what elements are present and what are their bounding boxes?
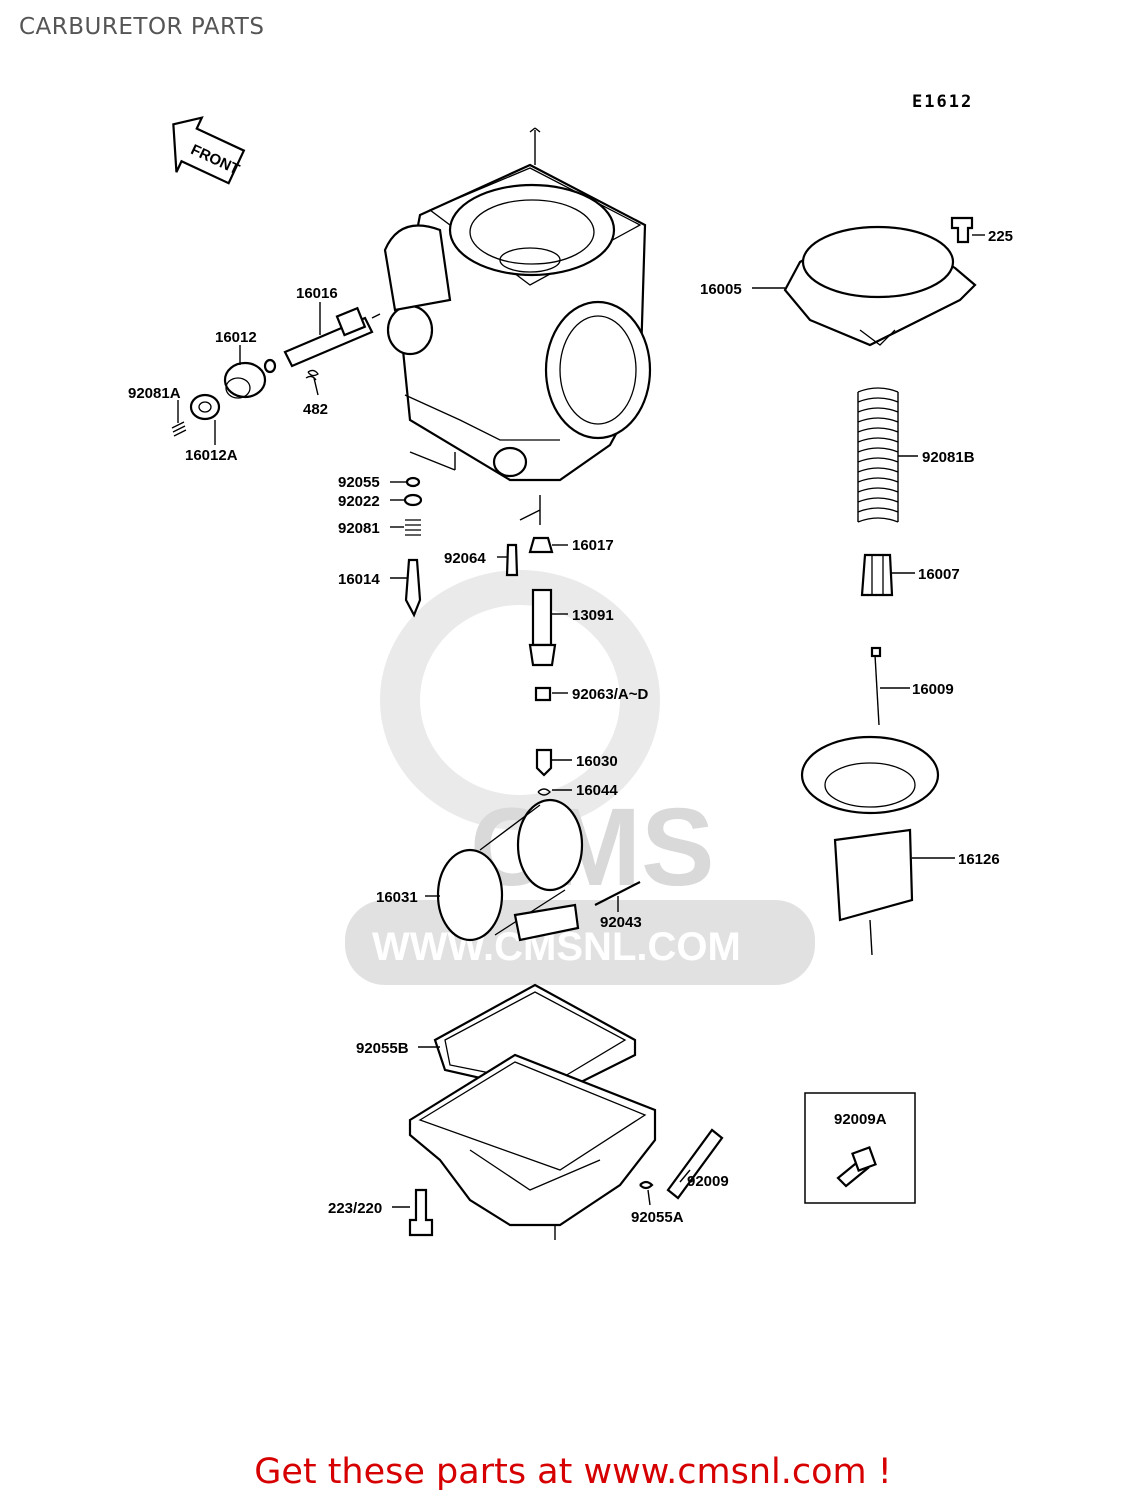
part-16009-needle [870,646,882,726]
label-16007: 16007 [918,566,960,583]
watermark-brand: CMS [470,786,714,909]
label-16030: 16030 [576,753,618,770]
label-92009A: 92009A [834,1111,887,1128]
label-223-220: 223/220 [328,1200,382,1217]
label-225: 225 [988,228,1013,245]
part-92055B-gasket [433,983,637,1097]
part-92009A-inset [804,1092,916,1204]
part-225-screw [950,216,974,244]
part-16012A-cap [189,393,221,421]
label-16126: 16126 [958,851,1000,868]
part-16012-screw [223,358,277,399]
label-16017: 16017 [572,537,614,554]
label-16031: 16031 [376,889,418,906]
label-92081B: 92081B [922,449,975,466]
label-92055: 92055 [338,474,380,491]
label-92064: 92064 [444,550,486,567]
float-bowl [408,1053,657,1240]
label-92055B: 92055B [356,1040,409,1057]
label-16009: 16009 [912,681,954,698]
part-223-screw [408,1188,434,1237]
part-16007-holder [860,553,894,597]
jets-column [403,451,557,796]
part-16126-slide [800,735,940,956]
label-16016: 16016 [296,285,338,302]
page-title: CARBURETOR PARTS [19,14,265,40]
part-16005-cap [783,225,977,347]
label-92022: 92022 [338,493,380,510]
part-labels: 16016 16012 92081A 16012A 482 92055 9202… [128,228,1013,1226]
part-92043-pin [594,881,641,906]
carburetor-body [383,127,652,482]
part-482-spring [305,369,319,381]
part-16016-shaft [283,306,381,368]
label-16012: 16012 [215,329,257,346]
part-92081A-spring [171,421,187,437]
label-16014: 16014 [338,571,380,588]
diagram-code: E1612 [912,92,974,112]
footer-cta-link[interactable]: Get these parts at www.cmsnl.com ! [254,1452,892,1492]
label-92081: 92081 [338,520,380,537]
label-13091: 13091 [572,607,614,624]
leader-lines [177,234,985,1208]
label-92009: 92009 [687,1173,729,1190]
label-92055A: 92055A [631,1209,684,1226]
label-92043: 92043 [600,914,642,931]
label-92081A: 92081A [128,385,181,402]
label-92063: 92063/A~D [572,686,648,703]
label-16044: 16044 [576,782,618,799]
label-482: 482 [303,401,328,418]
label-16012A: 16012A [185,447,238,464]
label-16005: 16005 [700,281,742,298]
front-arrow: FRONT [172,116,246,185]
part-92081B-spring [857,387,899,523]
part-16031-float [436,798,584,942]
watermark: CMS WWW.CMSNL.COM [345,570,815,985]
exploded-parts-diagram: CMS WWW.CMSNL.COM FRONT [128,116,1013,1240]
